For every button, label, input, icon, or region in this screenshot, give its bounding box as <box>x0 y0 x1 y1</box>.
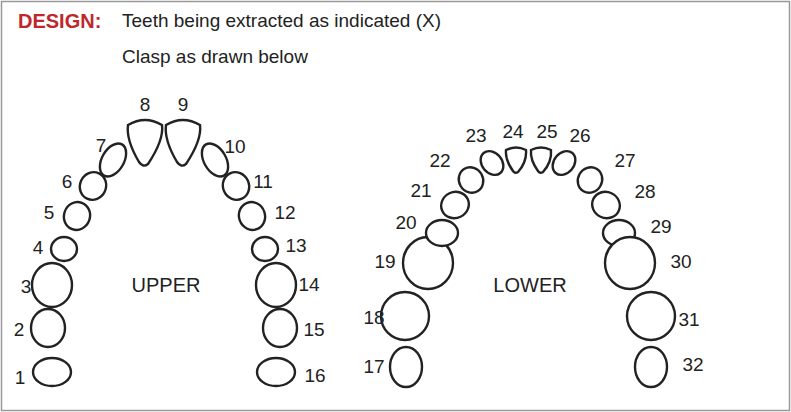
tooth-number: 5 <box>44 203 55 224</box>
tooth-number: 14 <box>298 275 319 296</box>
tooth-number: 19 <box>374 252 395 273</box>
tooth-number: 15 <box>303 320 324 341</box>
tooth-number: 17 <box>363 357 384 378</box>
tooth-number: 3 <box>21 277 32 298</box>
design-note: Clasp as drawn below <box>122 47 308 68</box>
tooth-number: 21 <box>410 181 431 202</box>
tooth-number: 24 <box>502 122 523 143</box>
design-note: Teeth being extracted as indicated (X) <box>122 11 441 32</box>
tooth-number: 8 <box>140 95 151 116</box>
arch-label: UPPER <box>132 274 201 296</box>
tooth-number: 7 <box>96 136 107 157</box>
tooth-number: 31 <box>678 310 699 331</box>
tooth-number: 9 <box>178 95 189 116</box>
tooth-number: 13 <box>285 236 306 257</box>
design-heading: DESIGN: <box>18 10 101 32</box>
tooth-number: 29 <box>650 217 671 238</box>
tooth-number: 30 <box>670 252 691 273</box>
tooth-number: 2 <box>14 320 25 341</box>
tooth-number: 11 <box>253 172 273 193</box>
arch-label: LOWER <box>493 274 566 296</box>
tooth-number: 28 <box>634 182 655 203</box>
tooth-number: 6 <box>62 172 73 193</box>
tooth-number: 25 <box>536 122 557 143</box>
tooth-number: 22 <box>429 151 450 172</box>
tooth-number: 32 <box>682 355 703 376</box>
tooth-number: 18 <box>363 308 384 329</box>
tooth-number: 26 <box>569 126 590 147</box>
tooth-number: 27 <box>614 151 635 172</box>
tooth-number: 4 <box>33 238 44 259</box>
tooth-number: 12 <box>274 203 295 224</box>
tooth-number: 23 <box>465 126 486 147</box>
tooth-number: 10 <box>224 137 245 158</box>
tooth-number: 16 <box>304 366 325 387</box>
tooth-number: 1 <box>15 368 26 389</box>
tooth-number: 20 <box>395 213 416 234</box>
